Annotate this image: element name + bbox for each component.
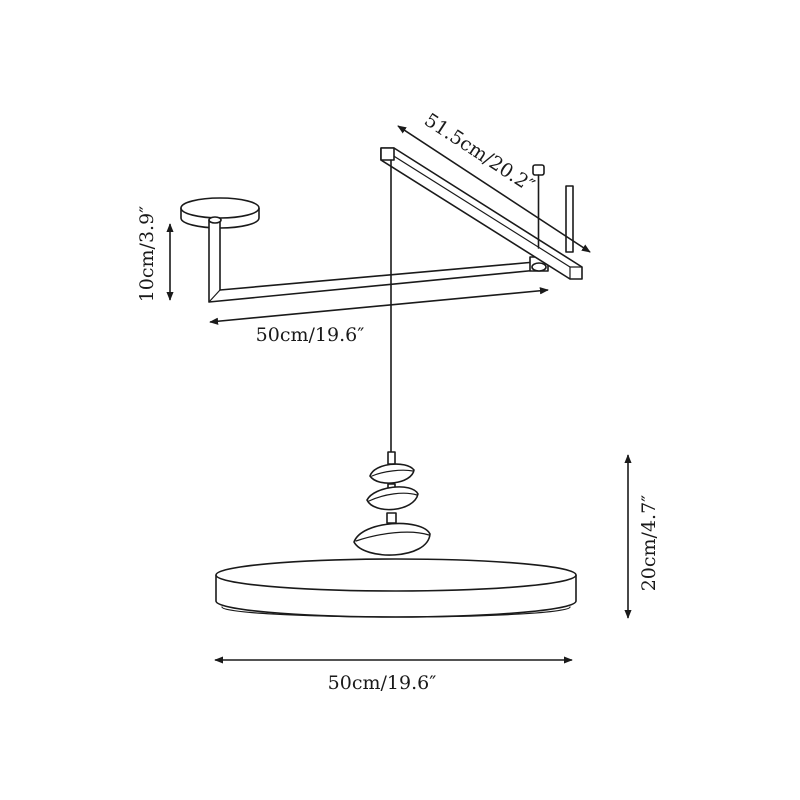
label-canopy-height: 10cm/3.9″ (136, 206, 158, 303)
label-shade-diameter: 50cm/19.6″ (328, 672, 437, 694)
dimension-shade-diameter: 50cm/19.6″ (214, 656, 573, 694)
dimension-canopy-height: 10cm/3.9″ (136, 206, 174, 303)
disc-shade (215, 558, 577, 618)
secondary-rod (532, 164, 574, 253)
diagonal-bar (380, 147, 583, 280)
label-arm-length: 50cm/19.6″ (256, 324, 365, 346)
label-shade-height: 20cm/4.7″ (638, 495, 660, 592)
stacked-stones (353, 451, 431, 556)
dimension-shade-height: 20cm/4.7″ (624, 454, 660, 619)
dimension-arm-length: 50cm/19.6″ (209, 287, 549, 346)
